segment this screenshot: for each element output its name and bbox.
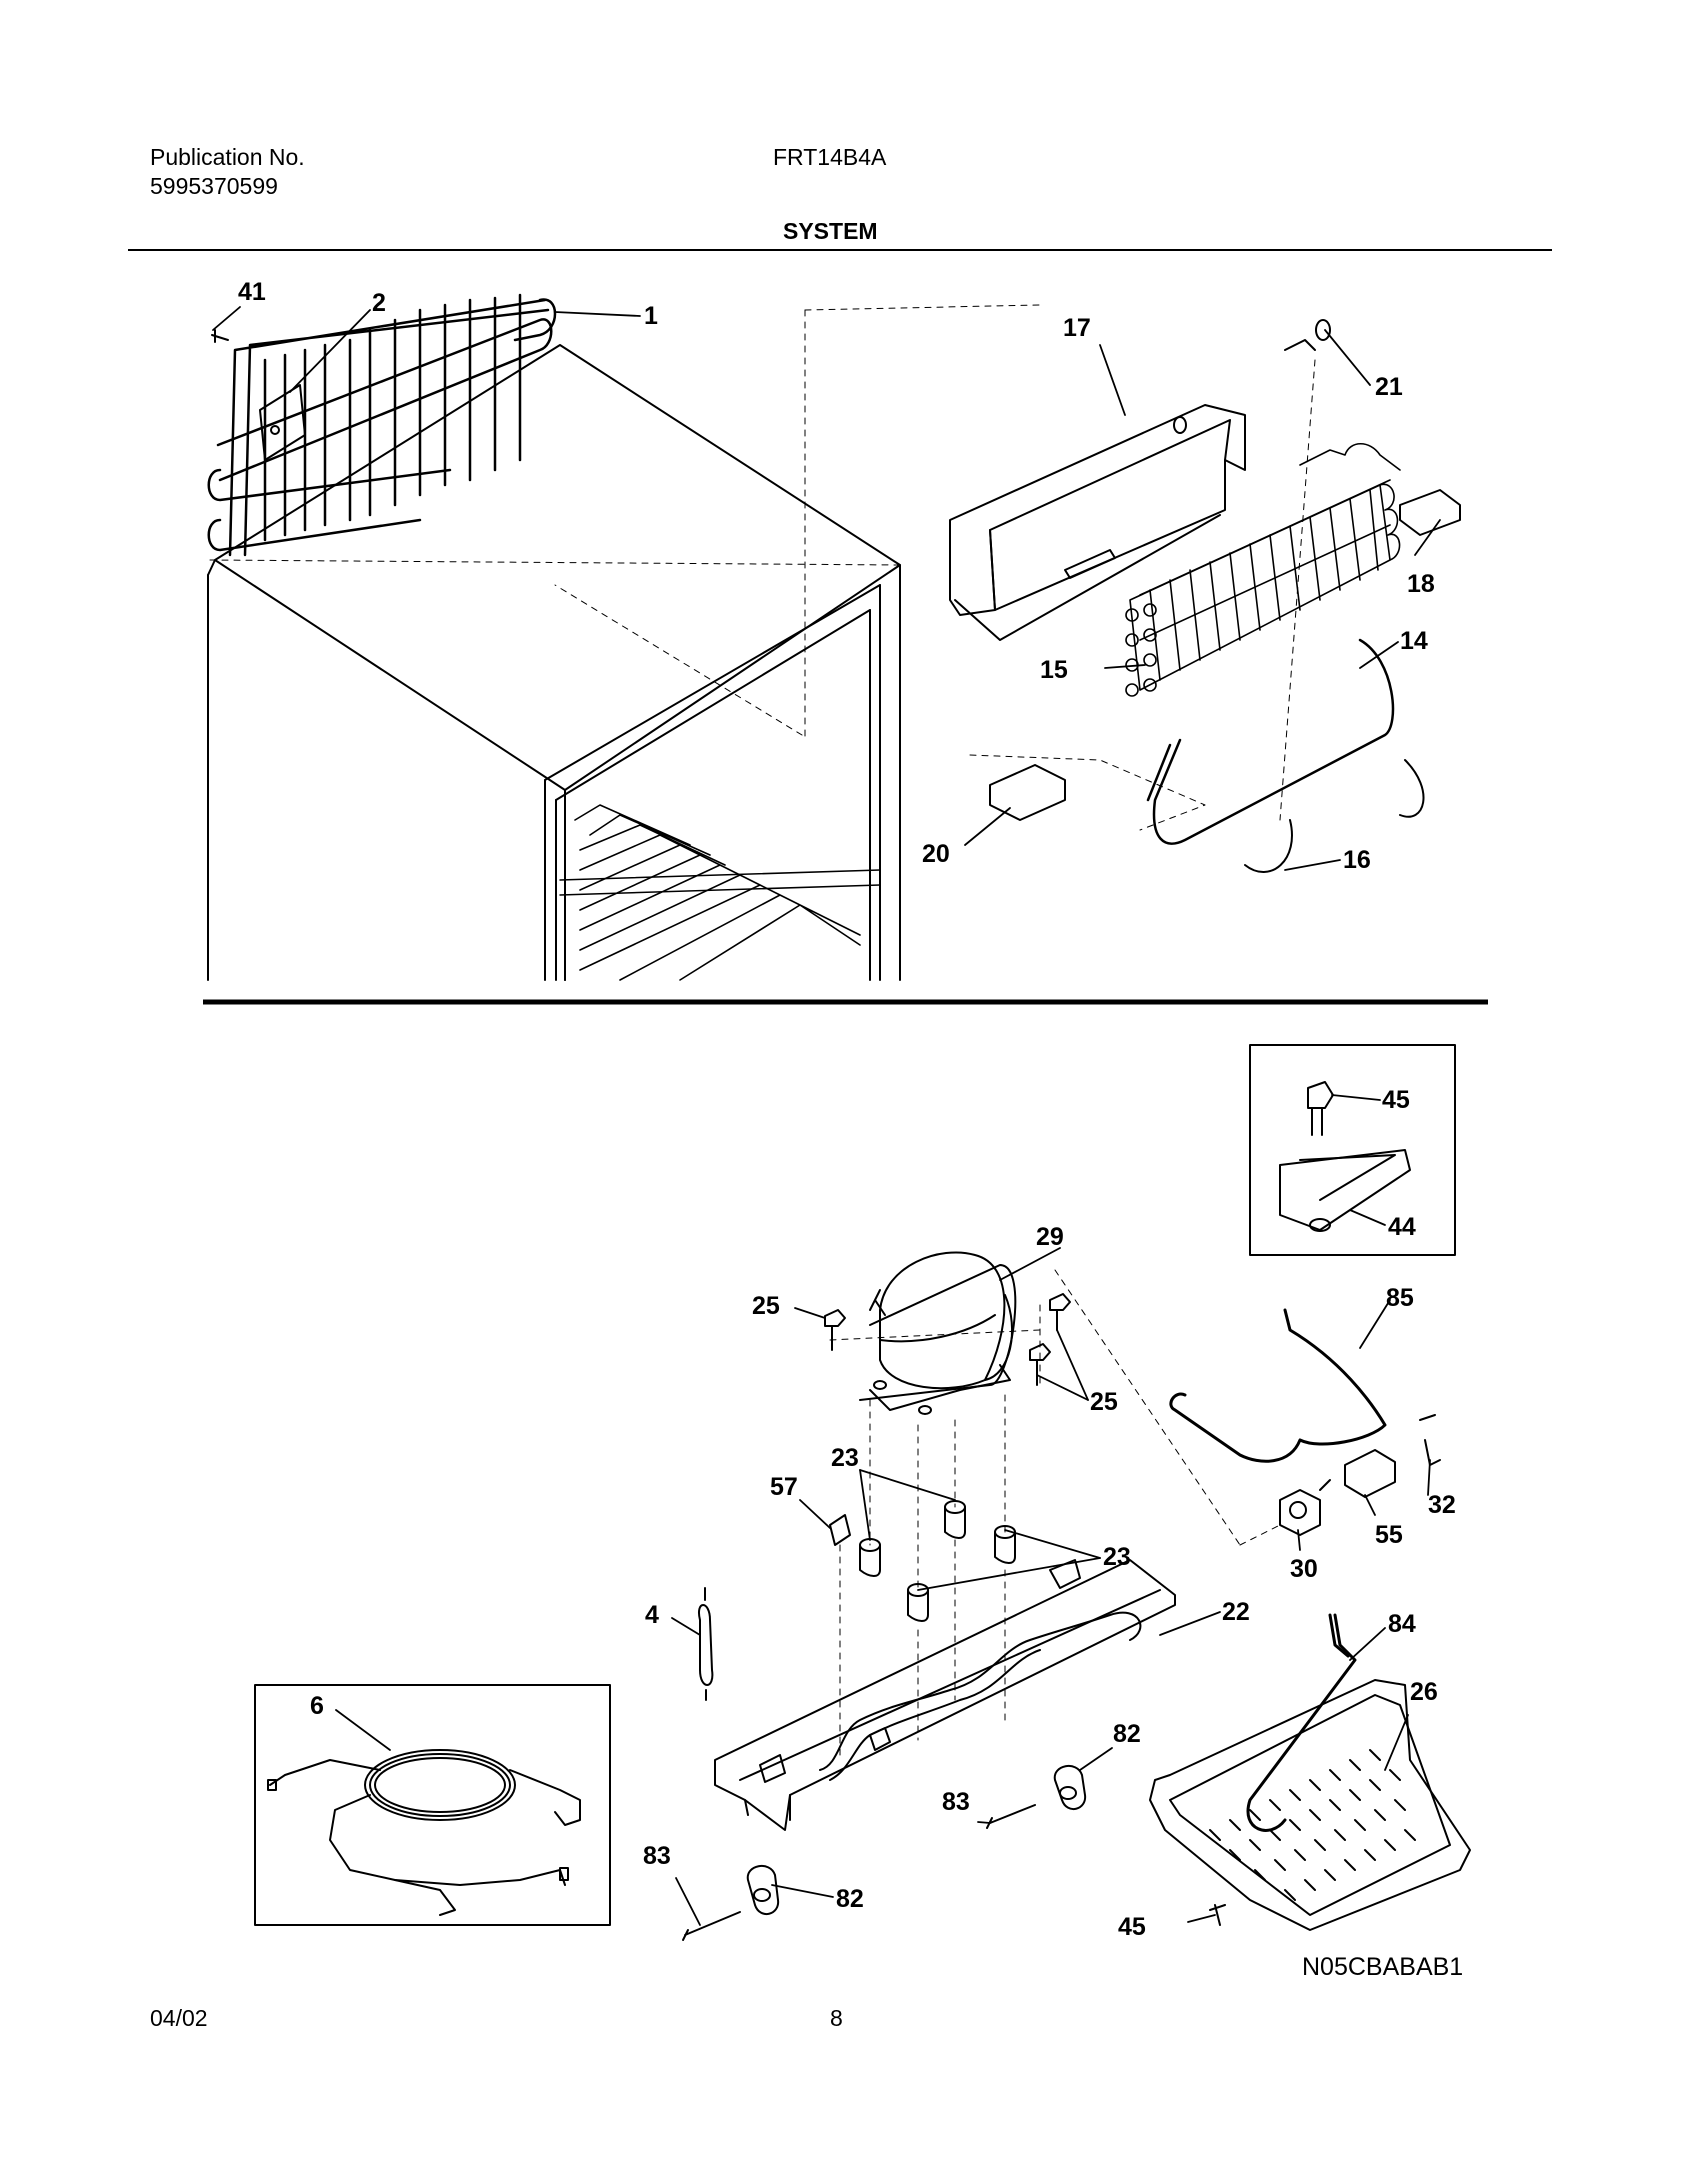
callout-45-bottom: 45	[1118, 1913, 1146, 1941]
power-cord-inset-box	[254, 1684, 611, 1926]
callout-labels: 41 2 1 17 21 18 15 14 20 16 45 44 29 25 …	[238, 278, 1463, 1981]
callout-leaders	[212, 306, 1441, 1926]
callout-1: 1	[644, 302, 658, 330]
model-number: FRT14B4A	[773, 144, 887, 170]
callout-30: 30	[1290, 1555, 1318, 1583]
discharge-tube	[1169, 1308, 1387, 1463]
callout-22: 22	[1222, 1598, 1250, 1626]
callout-83-left: 83	[643, 1842, 671, 1870]
freezer-shelf-grille	[574, 804, 861, 981]
callout-32: 32	[1428, 1491, 1456, 1519]
callout-41: 41	[238, 278, 266, 306]
callout-44: 44	[1388, 1213, 1416, 1241]
callout-15: 15	[1040, 656, 1068, 684]
callout-14: 14	[1400, 627, 1428, 655]
callout-57: 57	[770, 1473, 798, 1501]
evaporator	[1125, 442, 1401, 697]
callout-4: 4	[645, 1601, 659, 1629]
defrost-sensor	[1399, 489, 1461, 536]
publication-label: Publication No.	[150, 144, 305, 170]
callout-45-top: 45	[1382, 1086, 1410, 1114]
mounting-screws	[682, 1804, 1036, 1941]
grommets	[859, 1500, 1016, 1622]
callout-26: 26	[1410, 1678, 1438, 1706]
callout-25-right: 25	[1090, 1388, 1118, 1416]
inset-bracket-box	[1249, 1044, 1456, 1256]
refrigerator-cabinet	[207, 344, 901, 981]
pan-screw	[1209, 1904, 1226, 1926]
callout-55: 55	[1375, 1521, 1403, 1549]
defrost-heater-tube	[1146, 638, 1395, 845]
drop-lines-upper	[804, 304, 1316, 821]
page-number: 8	[830, 2005, 843, 2031]
thermostat	[1284, 319, 1331, 351]
drain-tube	[1246, 1613, 1357, 1832]
callout-25-left: 25	[752, 1292, 780, 1320]
insulation-pad	[969, 754, 1206, 831]
callout-84: 84	[1388, 1610, 1416, 1638]
condenser-coil	[207, 293, 557, 557]
compressor	[859, 1251, 1017, 1415]
relay	[1344, 1449, 1396, 1498]
callout-82-left: 82	[836, 1885, 864, 1913]
callout-29: 29	[1036, 1223, 1064, 1251]
tube-clip	[829, 1514, 851, 1546]
mounting-bracket	[1279, 1149, 1411, 1232]
callout-82-right: 82	[1113, 1720, 1141, 1748]
coil-bracket	[259, 384, 306, 461]
rubber-foot	[746, 1765, 1087, 1915]
bracket-bolt	[1307, 1081, 1334, 1136]
publication-number: 5995370599	[150, 173, 278, 199]
overload-protector	[1279, 1479, 1331, 1536]
section-title: SYSTEM	[783, 218, 878, 244]
footer-date: 04/02	[150, 2005, 208, 2031]
callout-6: 6	[310, 1692, 324, 1720]
filter-drier	[697, 1587, 714, 1701]
drop-lines-lower	[829, 1269, 1281, 1761]
callout-18: 18	[1407, 570, 1435, 598]
wire-terminal	[1419, 1414, 1441, 1466]
callout-17: 17	[1063, 314, 1091, 342]
callout-21: 21	[1375, 373, 1403, 401]
callout-2: 2	[372, 289, 386, 317]
callout-23-upper: 23	[831, 1444, 859, 1472]
callout-23-lower: 23	[1103, 1543, 1131, 1571]
callout-83-right: 83	[942, 1788, 970, 1816]
tube-clips	[1244, 759, 1425, 873]
callout-20: 20	[922, 840, 950, 868]
callout-16: 16	[1343, 846, 1371, 874]
compressor-base-plate	[714, 1559, 1176, 1831]
bracket-screw	[211, 329, 229, 343]
compressor-screws	[824, 1293, 1071, 1386]
drawing-code: N05CBABAB1	[1302, 1953, 1463, 1981]
drain-pan	[1149, 1679, 1471, 1931]
callout-85: 85	[1386, 1284, 1414, 1312]
evaporator-cover	[949, 404, 1246, 641]
power-cord	[267, 1749, 581, 1916]
